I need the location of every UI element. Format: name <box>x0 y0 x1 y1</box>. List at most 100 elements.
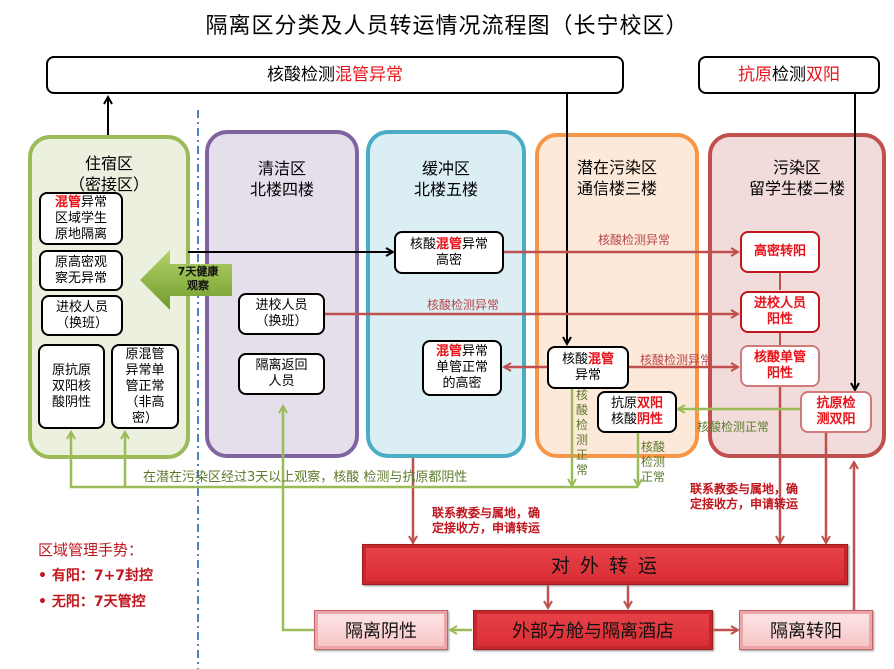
line: 异常单 <box>125 362 165 378</box>
dorm-box-antigen-double: 原抗原 双阳核 酸阴性 <box>38 344 105 429</box>
observe-line <box>71 432 638 489</box>
hotel-block: 外部方舱与隔离酒店 <box>473 610 713 650</box>
legend-title: 区域管理手势： <box>38 541 144 559</box>
text: 抗原 <box>610 396 637 411</box>
zone-buffer: 缓冲区 北楼五楼 <box>366 130 526 458</box>
char: 测 <box>575 433 588 447</box>
legend-item: • 有阳：7+7封控 <box>38 563 153 589</box>
double-positive-text: 双阳 <box>637 396 664 411</box>
text: 异常 <box>462 236 489 252</box>
zone-buffer-subtitle: 北楼五楼 <box>413 180 478 199</box>
line: 察无异常 <box>54 270 107 286</box>
test-text: 检测 <box>772 65 806 85</box>
mixed-text: 混管 <box>54 194 81 210</box>
zone-potential-subtitle: 通信楼三楼 <box>576 179 657 198</box>
line: 区域学生 <box>54 210 107 226</box>
potential-box-antigen-double: 抗原双阳 核酸阴性 <box>597 391 677 433</box>
quarantine-negative-block: 隔离阴性 <box>314 610 448 650</box>
char: 正 <box>575 448 588 462</box>
bullet-icon: • <box>38 568 52 584</box>
polluted-box-single-positive: 核酸单管 阳性 <box>740 345 820 387</box>
label-contact-right: 联系教委与属地，确 定接收方，申请转运 <box>690 482 798 512</box>
legend-item-text: 有阳：7+7封控 <box>51 568 154 584</box>
health-arrow-line1: 7天健康 <box>177 265 219 278</box>
health-observation-arrow: 7天健康 观察 <box>140 250 232 310</box>
negative-text: 阴性 <box>637 412 664 427</box>
potential-box-mixed-abnormal: 核酸混管 异常 <box>547 346 629 389</box>
external-transfer-block: 对 外 转 运 <box>362 544 848 585</box>
zone-buffer-title: 缓冲区 <box>421 159 470 178</box>
quarantine-negative-text: 隔离阴性 <box>345 621 417 642</box>
label-abnormal-2: 核酸检测异常 <box>427 298 500 312</box>
text: 异常 <box>462 344 489 359</box>
text: 核酸 <box>409 236 436 252</box>
clean-box-returned: 隔离返回 人员 <box>238 353 325 395</box>
double-positive-text: 双阳 <box>806 65 840 85</box>
line: 测双阳 <box>816 412 856 427</box>
dorm-box-mixed-abnormal: 混管异常 区域学生 原地隔离 <box>39 192 123 245</box>
zone-clean-subtitle: 北楼四楼 <box>249 180 314 199</box>
line: 联系教委与属地，确 <box>690 482 799 496</box>
hotel-text: 外部方舱与隔离酒店 <box>512 621 674 642</box>
line: 抗原检 <box>816 396 856 411</box>
line: 原抗原 <box>51 362 91 378</box>
label-abnormal-1: 核酸检测异常 <box>598 233 671 247</box>
char: 酸 <box>575 403 588 417</box>
health-arrow-line2: 观察 <box>187 279 209 292</box>
dorm-box-high-contact: 原高密观 察无异常 <box>39 250 123 291</box>
line: 核酸单管 <box>753 350 806 365</box>
line: 高密 <box>435 252 462 268</box>
line: 异常 <box>574 367 601 383</box>
char: 常 <box>575 463 588 477</box>
arrow-negative-to-clean <box>283 406 316 632</box>
quarantine-positive-text: 隔离转阳 <box>770 621 842 642</box>
buffer-box-single-normal: 混管异常 单管正常 的高密 <box>422 340 502 396</box>
label-normal-h: 核酸检测正常 <box>697 420 770 434</box>
zone-management-legend: 区域管理手势： • 有阳：7+7封控 • 无阳：7天管控 <box>38 537 153 615</box>
line: 管正常 <box>125 378 165 394</box>
line: 阳性 <box>766 312 793 327</box>
mixed-text: 混管 <box>435 344 462 359</box>
line: 原地隔离 <box>54 226 107 242</box>
quarantine-positive-block: 隔离转阳 <box>739 610 873 650</box>
antigen-text: 抗原 <box>738 65 772 85</box>
zone-clean-title: 清洁区 <box>257 159 306 178</box>
zone-polluted-subtitle: 留学生楼二楼 <box>748 179 845 198</box>
line: 双阳核 <box>51 378 91 394</box>
mixed-text: 混管 <box>435 236 462 252</box>
line: 密） <box>131 410 158 426</box>
line: （换班） <box>255 314 308 329</box>
line: 原高密观 <box>54 254 107 270</box>
nucleic-mixed-abnormal-box: 核酸检测混管异常 <box>46 56 624 94</box>
dorm-box-entry: 进校人员 （换班） <box>41 295 123 336</box>
zone-polluted-title: 污染区 <box>772 158 821 177</box>
label-contact-left: 联系教委与属地，确 定接收方，申请转运 <box>432 506 540 536</box>
buffer-box-high-contact: 核酸混管异常 高密 <box>394 231 504 274</box>
label-normal-vertical-1: 核 酸 检 测 正 常 <box>575 388 589 478</box>
zone-dorm-subtitle: （密接区） <box>68 175 149 194</box>
line: 核酸 <box>641 440 666 454</box>
line: 酸阴性 <box>51 394 91 410</box>
text: 核酸 <box>610 412 637 427</box>
mixed-abnormal-text: 混管异常 <box>335 65 403 85</box>
line: 正常 <box>641 470 666 484</box>
abnormal-text: 异常 <box>81 194 108 210</box>
external-transfer-text: 对 外 转 运 <box>550 555 660 577</box>
label-observe: 在潜在污染区经过3天以上观察，核酸 检测与抗原都阴性 <box>143 470 468 485</box>
line: 定接收方，申请转运 <box>432 521 541 535</box>
polluted-box-high-positive: 高密转阳 <box>740 231 820 273</box>
label-normal-vertical-2: 核酸 检测 正常 <box>641 440 665 485</box>
line: 阳性 <box>766 366 793 381</box>
polluted-box-entry-positive: 进校人员 阳性 <box>740 291 820 333</box>
line: 单管正常 <box>435 360 488 375</box>
line: 定接收方，申请转运 <box>690 497 799 511</box>
label-abnormal-3: 核酸检测异常 <box>640 353 713 367</box>
clean-box-entry: 进校人员 （换班） <box>238 293 325 335</box>
char: 核 <box>575 388 588 402</box>
legend-item: • 无阳：7天管控 <box>38 589 153 615</box>
legend-item-text: 无阳：7天管控 <box>51 594 146 610</box>
line: 人员 <box>268 374 295 389</box>
diagram-title: 隔离区分类及人员转运情况流程图（长宁校区） <box>205 14 689 39</box>
line: 原混管 <box>125 346 165 362</box>
mixed-text: 混管 <box>588 351 615 367</box>
